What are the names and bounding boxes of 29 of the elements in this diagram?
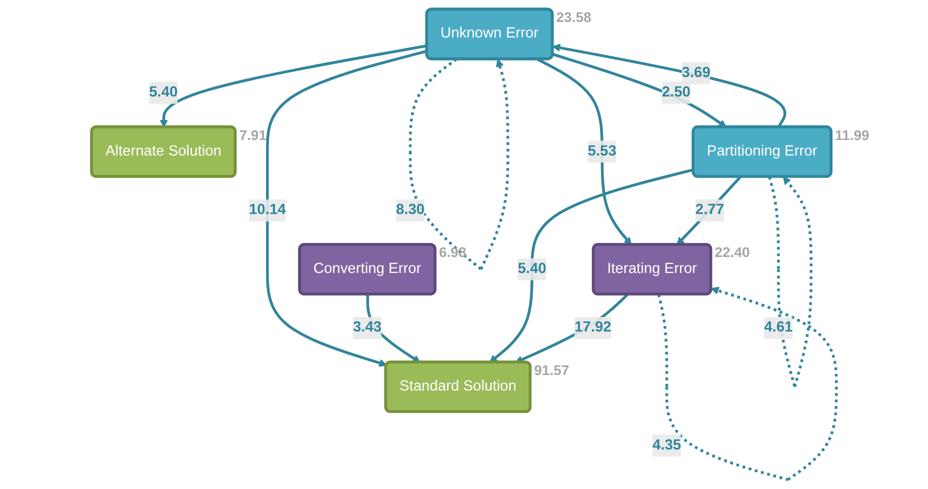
edge-label: 3.43 <box>352 320 382 336</box>
edge-label: 17.92 <box>574 320 612 336</box>
arrow <box>676 176 742 246</box>
edge-label: 4.35 <box>652 437 682 454</box>
edge-label: 3.69 <box>682 65 710 81</box>
arrow <box>768 176 812 388</box>
arrow <box>489 168 694 363</box>
arrow <box>514 294 628 364</box>
edge-label: 10.14 <box>249 202 286 218</box>
edge-label: 4.61 <box>764 320 793 336</box>
arrow <box>657 286 838 482</box>
arrow <box>266 50 428 367</box>
node-value: 7.91 <box>239 126 266 143</box>
arrow <box>552 52 727 128</box>
edge-label: 5.40 <box>518 260 546 277</box>
node-value: 23.58 <box>556 9 592 26</box>
arrow <box>160 44 428 128</box>
arrow <box>536 58 632 246</box>
edge-label: 5.40 <box>149 84 178 100</box>
arrow <box>552 44 786 128</box>
node-value: 22.40 <box>714 244 750 260</box>
node-value: 91.57 <box>534 362 570 378</box>
edge-label: 5.53 <box>588 143 616 159</box>
edge-label: 2.50 <box>662 84 690 100</box>
node-value: 6.98 <box>438 244 466 260</box>
arrow <box>408 58 510 270</box>
node-value: 11.99 <box>835 126 870 143</box>
edge-label: 2.77 <box>695 202 724 218</box>
edge-label: 8.30 <box>396 202 425 218</box>
